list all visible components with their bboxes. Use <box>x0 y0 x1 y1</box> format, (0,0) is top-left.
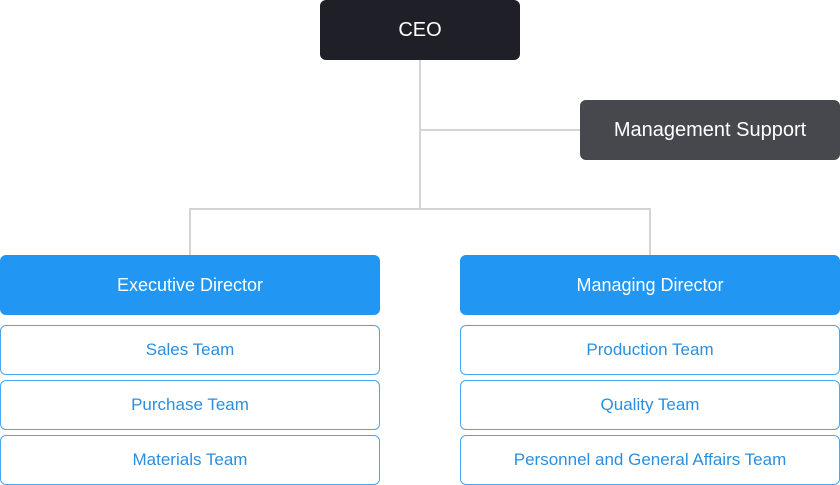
ceo-node[interactable]: CEO <box>320 0 520 60</box>
executive-director-node[interactable]: Executive Director <box>0 255 380 315</box>
team-node-production[interactable]: Production Team <box>460 325 840 375</box>
managing-director-node[interactable]: Managing Director <box>460 255 840 315</box>
management-support-node[interactable]: Management Support <box>580 100 840 160</box>
team-node-materials[interactable]: Materials Team <box>0 435 380 485</box>
team-node-personnel-general-affairs[interactable]: Personnel and General Affairs Team <box>460 435 840 485</box>
team-node-sales[interactable]: Sales Team <box>0 325 380 375</box>
team-node-quality[interactable]: Quality Team <box>460 380 840 430</box>
team-node-purchase[interactable]: Purchase Team <box>0 380 380 430</box>
